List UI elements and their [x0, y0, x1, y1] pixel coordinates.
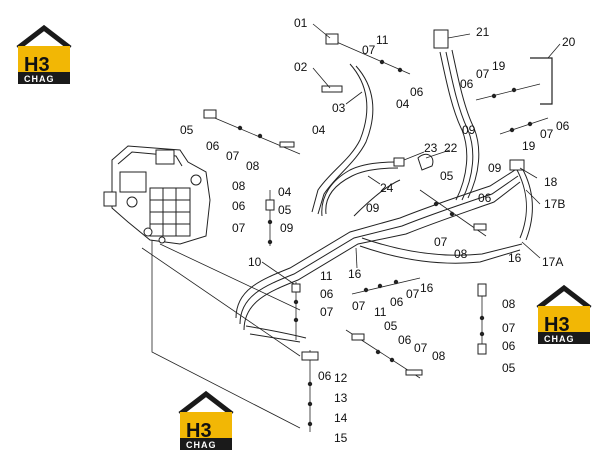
valve-leader-lines	[141, 240, 301, 429]
watermark-logo-top-left: H3 CHAG	[16, 24, 72, 84]
callout-19: 19	[492, 59, 506, 73]
callout-22: 22	[444, 141, 458, 155]
callout-16: 16	[420, 281, 434, 295]
callout-08: 08	[502, 297, 516, 311]
callout-06: 06	[410, 85, 424, 99]
callout-06: 06	[478, 191, 492, 205]
callout-leaders	[261, 23, 561, 285]
callout-07: 07	[362, 43, 376, 57]
callout-13: 13	[334, 391, 348, 405]
callout-10: 10	[248, 255, 262, 269]
callout-05: 05	[384, 319, 398, 333]
callout-07: 07	[406, 287, 420, 301]
callout-06: 06	[232, 199, 246, 213]
callout-17b: 17B	[544, 197, 565, 211]
callout-23: 23	[424, 141, 438, 155]
callout-07: 07	[540, 127, 554, 141]
callout-17a: 17A	[542, 255, 563, 269]
callout-05: 05	[502, 361, 516, 375]
callout-06: 06	[502, 339, 516, 353]
callout-08: 08	[454, 247, 468, 261]
watermark-logo-right: H3 CHAG	[536, 284, 592, 344]
callout-08: 08	[432, 349, 446, 363]
callout-15: 15	[334, 431, 348, 445]
callout-09: 09	[280, 221, 294, 235]
control-valve-assembly	[103, 145, 211, 245]
callout-06: 06	[556, 119, 570, 133]
callout-08: 08	[232, 179, 246, 193]
callout-09: 09	[462, 123, 476, 137]
watermark-sub-text: CHAG	[186, 440, 217, 450]
callout-11: 11	[376, 33, 389, 47]
callout-07: 07	[434, 235, 448, 249]
watermark-sub-text: CHAG	[24, 74, 55, 84]
callout-08: 08	[246, 159, 260, 173]
callout-14: 14	[334, 411, 348, 425]
hose-bundle	[235, 49, 533, 343]
callout-labels: 01 02 03 04 04 04 05 05 05 05 05 06 06 0…	[180, 16, 576, 445]
callout-07: 07	[352, 299, 366, 313]
callout-11: 11	[374, 305, 387, 319]
callout-09: 09	[366, 201, 380, 215]
callout-02: 02	[294, 60, 308, 74]
callout-06: 06	[460, 77, 474, 91]
callout-07: 07	[232, 221, 246, 235]
callout-05: 05	[278, 203, 292, 217]
callout-04: 04	[278, 185, 292, 199]
callout-07: 07	[502, 321, 516, 335]
callout-16: 16	[508, 251, 522, 265]
callout-01: 01	[294, 16, 308, 30]
watermark-main-text: H3	[24, 54, 50, 76]
callout-07: 07	[320, 305, 334, 319]
watermark-sub-text: CHAG	[544, 334, 575, 344]
watermark-logo-bottom: H3 CHAG	[178, 390, 234, 450]
callout-19: 19	[522, 139, 536, 153]
callout-20: 20	[562, 35, 576, 49]
callout-06: 06	[318, 369, 332, 383]
callout-06: 06	[390, 295, 404, 309]
callout-07: 07	[226, 149, 240, 163]
callout-05: 05	[440, 169, 454, 183]
callout-11: 11	[320, 269, 333, 283]
callout-07: 07	[414, 341, 428, 355]
callout-12: 12	[334, 371, 348, 385]
callout-04: 04	[312, 123, 326, 137]
fitting-chains	[203, 29, 553, 432]
callout-07: 07	[476, 67, 490, 81]
callout-16: 16	[348, 267, 362, 281]
callout-06: 06	[320, 287, 334, 301]
callout-03: 03	[332, 101, 346, 115]
callout-04: 04	[396, 97, 410, 111]
callout-24: 24	[380, 181, 394, 195]
callout-06: 06	[398, 333, 412, 347]
callout-18: 18	[544, 175, 558, 189]
watermark-main-text: H3	[186, 420, 212, 442]
callout-09: 09	[488, 161, 502, 175]
callout-06: 06	[206, 139, 220, 153]
watermark-main-text: H3	[544, 314, 570, 336]
callout-05: 05	[180, 123, 194, 137]
callout-21: 21	[476, 25, 490, 39]
